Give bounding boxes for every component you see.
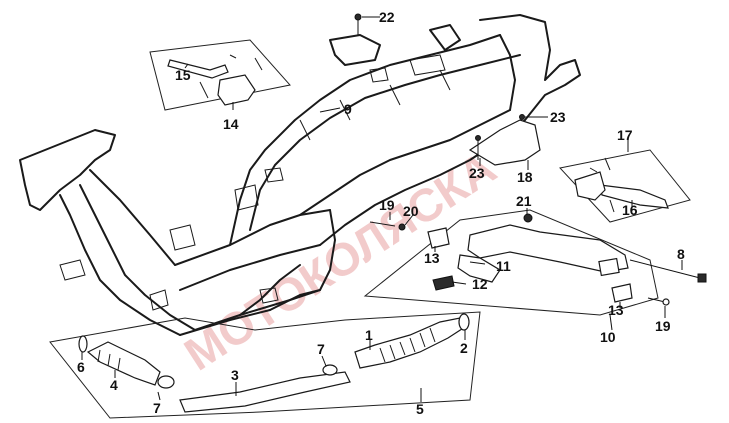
- detail-box-16-17: [559, 149, 691, 223]
- label-part-11: 11: [496, 258, 511, 274]
- leader-lines: [81, 63, 683, 402]
- label-part-18: 18: [517, 169, 533, 185]
- watermark-text: МОТОКОЛЯСКА: [175, 141, 505, 380]
- label-part-19-left: 19: [379, 197, 395, 213]
- watermark: МОТОКОЛЯСКА: [175, 141, 505, 380]
- label-part-17: 17: [617, 127, 633, 143]
- label-part-23-right: 23: [550, 109, 566, 125]
- part-19-pin-right: [647, 297, 670, 306]
- label-part-4: 4: [110, 377, 118, 393]
- label-part-7-lower: 7: [153, 400, 161, 416]
- detail-box-14-15: [149, 39, 291, 111]
- label-part-13-right: 13: [608, 302, 624, 318]
- part-18-plate: [468, 119, 541, 166]
- label-part-14: 14: [223, 116, 239, 132]
- label-part-2: 2: [460, 340, 468, 356]
- part-23-bolt-upper: [519, 114, 548, 120]
- part-23-bolt-lower: [475, 135, 481, 160]
- stand-assembly: [363, 209, 659, 316]
- label-part-1: 1: [365, 327, 373, 343]
- label-part-3: 3: [231, 367, 239, 383]
- label-part-12: 12: [472, 276, 488, 292]
- label-part-15: 15: [175, 67, 191, 83]
- label-part-10: 10: [600, 329, 616, 345]
- main-frame: [19, 14, 581, 336]
- label-part-13-left: 13: [424, 250, 440, 266]
- duct-assembly: [49, 311, 481, 419]
- part-8-bolt: [629, 259, 707, 283]
- label-part-22: 22: [379, 9, 395, 25]
- label-part-21: 21: [516, 193, 532, 209]
- label-part-9: 9: [344, 101, 352, 117]
- part-22-bolt: [354, 13, 380, 35]
- label-part-16: 16: [622, 202, 638, 218]
- label-part-20: 20: [403, 203, 419, 219]
- label-part-6: 6: [77, 359, 85, 375]
- label-part-19-right: 19: [655, 318, 671, 334]
- label-part-23-left: 23: [469, 165, 485, 181]
- label-part-5: 5: [416, 401, 424, 417]
- label-part-7-upper: 7: [317, 341, 325, 357]
- part-labels: 1 2 3 4 5 6 7 7 8 9 10 11 12 13 13 14 15…: [77, 9, 685, 417]
- label-part-8: 8: [677, 246, 685, 262]
